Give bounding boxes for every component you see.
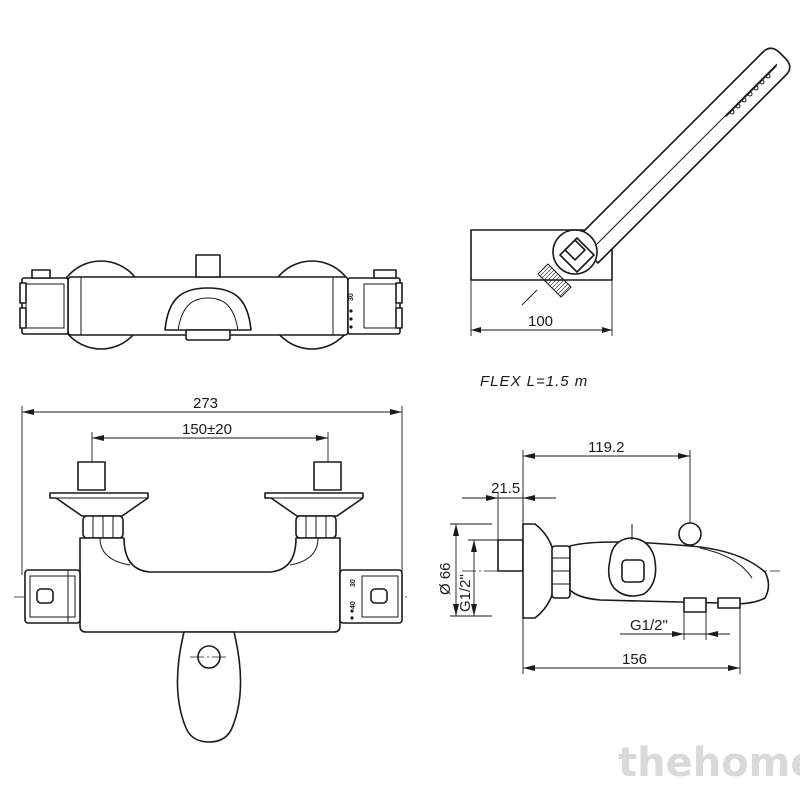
dim-diameter: Ø 66 <box>437 562 454 595</box>
handshower-view: 100 FLEX L=1.5 m <box>470 47 791 390</box>
spray-nozzles <box>729 73 771 115</box>
dim-holder-100: 100 <box>528 313 553 330</box>
side-inlet-pipe <box>497 539 524 572</box>
front-scale-40: 40 <box>350 601 357 609</box>
top-right-handle <box>347 277 401 335</box>
side-body <box>569 541 770 605</box>
right-inlet-pipe <box>313 461 342 491</box>
front-body <box>79 537 341 633</box>
left-flange <box>49 492 149 517</box>
top-scale-30: 30 <box>348 293 355 301</box>
front-spout <box>176 631 242 743</box>
top-spout <box>164 287 252 331</box>
dim-outlet-thread: G1/2" <box>630 617 668 634</box>
dim-centers: 150±20 <box>182 421 232 438</box>
watermark: thehome <box>618 740 800 786</box>
front-view: 273 150±20 <box>14 395 410 743</box>
dim-spout-depth: 156 <box>622 651 647 668</box>
dim-depth-total: 119.2 <box>588 439 624 456</box>
side-flange <box>522 523 557 619</box>
right-flange <box>264 492 364 517</box>
hose-note: FLEX L=1.5 m <box>480 373 588 390</box>
hose <box>537 263 572 298</box>
top-diverter-knob <box>195 254 221 278</box>
side-diverter-knob <box>678 522 702 546</box>
dim-wall-offset: 21.5 <box>491 480 520 497</box>
top-left-handle <box>21 277 69 335</box>
dim-total-width: 273 <box>193 395 218 412</box>
side-view: 119.2 21.5 Ø 66 G1/2" <box>437 439 780 674</box>
top-view: 30 <box>19 254 403 350</box>
front-scale-30: 30 <box>350 579 357 587</box>
side-outlet <box>683 597 707 613</box>
dim-inlet-thread: G1/2" <box>457 574 474 612</box>
left-inlet-pipe <box>77 461 106 491</box>
side-nut <box>551 545 571 599</box>
handshower-body <box>574 47 791 264</box>
